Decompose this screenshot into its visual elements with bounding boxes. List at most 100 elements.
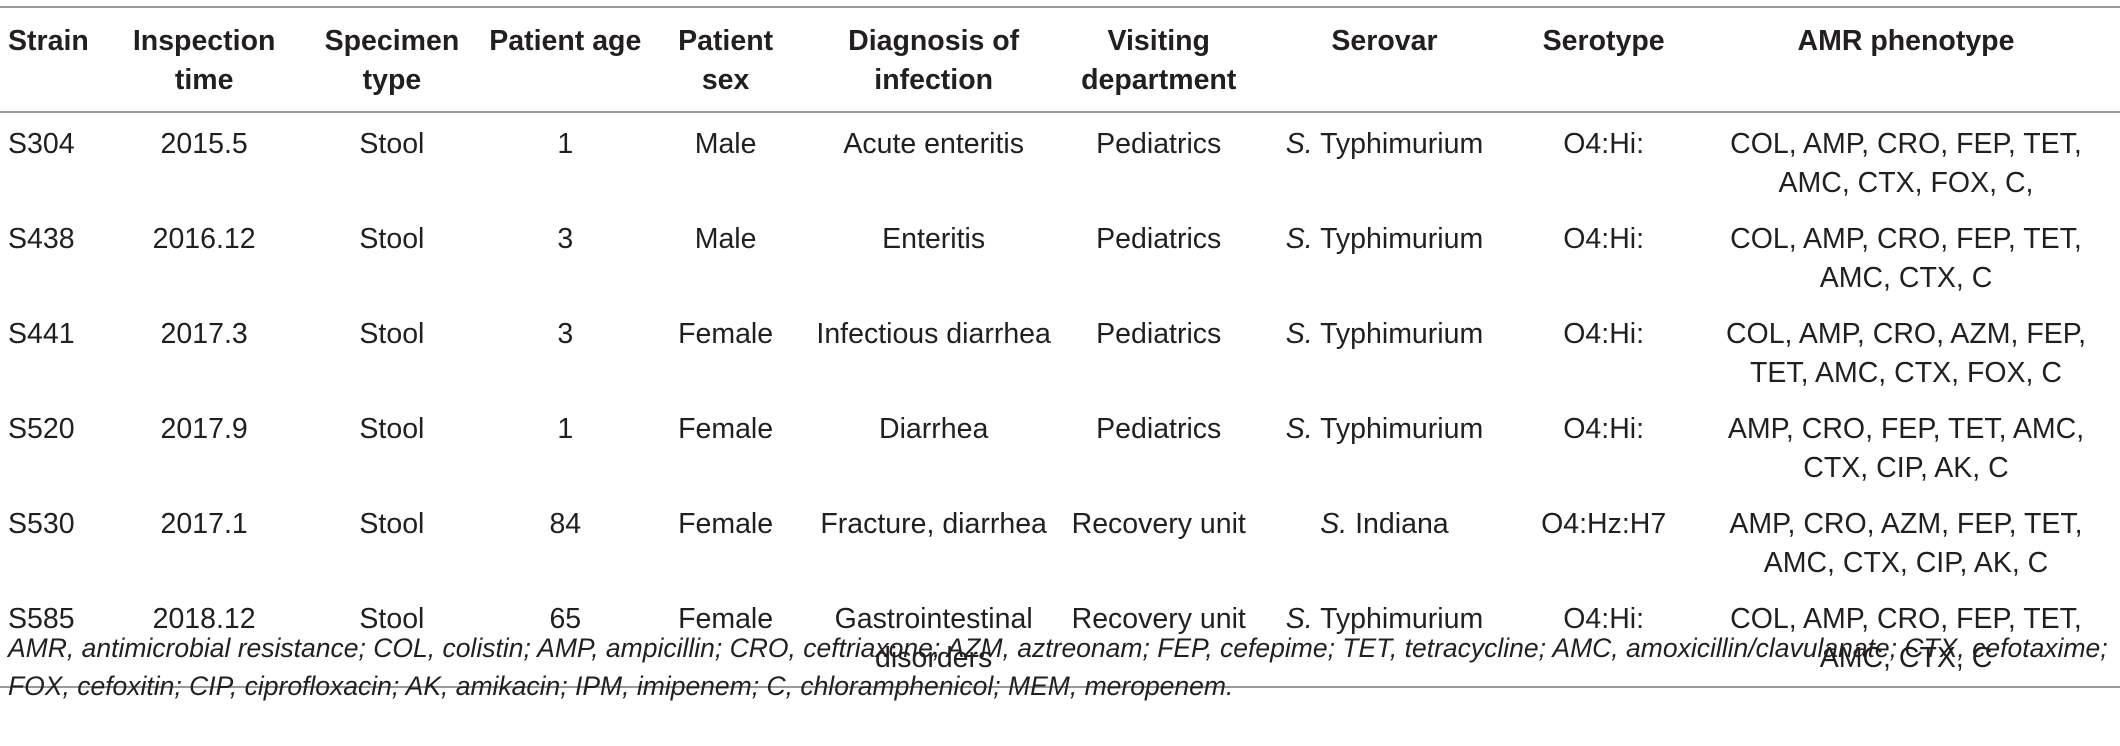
amr-line-2: AMC, CTX, C bbox=[1819, 261, 1993, 294]
cell-diagnosis: Fracture, diarrhea bbox=[820, 508, 1047, 540]
amr-line-1: COL, AMP, CRO, FEP, TET, bbox=[1730, 603, 2082, 635]
col-header-serotype: Serotype bbox=[1542, 25, 1665, 57]
col-header-patient-age: Patient age bbox=[489, 25, 642, 57]
amr-line-2: AMC, CTX, FOX, C, bbox=[1778, 166, 2034, 199]
cell-specimen-type: Stool bbox=[359, 318, 425, 350]
cell-inspection-time: 2018.12 bbox=[152, 603, 256, 635]
cell-amr-phenotype: COL, AMP, CRO, FEP, TET, AMC, CTX, C bbox=[1692, 591, 2120, 687]
cell-inspection-time: 2017.9 bbox=[160, 413, 248, 445]
amr-line-2: CTX, CIP, AK, C bbox=[1803, 451, 2009, 484]
cell-patient-age: 65 bbox=[549, 603, 582, 635]
cell-department: Pediatrics bbox=[1096, 128, 1222, 160]
strain-table: Strain Inspection time Specimen type Pat… bbox=[0, 6, 2120, 688]
cell-diagnosis: Diarrhea bbox=[879, 413, 989, 445]
serovar-name: Typhimurium bbox=[1312, 413, 1484, 445]
cell-patient-sex: Female bbox=[678, 413, 774, 445]
serovar-name: Typhimurium bbox=[1312, 603, 1484, 635]
cell-specimen-type: Stool bbox=[359, 603, 425, 635]
cell-patient-age: 1 bbox=[557, 128, 574, 160]
cell-amr-phenotype: COL, AMP, CRO, FEP, TET, AMC, CTX, FOX, C… bbox=[1692, 112, 2120, 211]
col-header-specimen-type: Specimen type bbox=[324, 25, 460, 96]
serovar-genus: S. bbox=[1285, 128, 1313, 160]
col-header-amr-phenotype: AMR phenotype bbox=[1797, 25, 2015, 57]
cell-strain: S441 bbox=[8, 318, 75, 350]
cell-patient-sex: Female bbox=[678, 508, 774, 540]
cell-patient-age: 1 bbox=[557, 413, 574, 445]
serovar-genus: S. bbox=[1285, 413, 1313, 445]
serovar-genus: S. bbox=[1285, 603, 1313, 635]
cell-serotype: O4:Hz:H7 bbox=[1541, 508, 1667, 540]
serovar-genus: S. bbox=[1285, 318, 1313, 350]
serovar-name: Indiana bbox=[1347, 508, 1449, 540]
amr-line-2: AMC, CTX, C bbox=[1819, 641, 1993, 674]
cell-serotype: O4:Hi: bbox=[1563, 223, 1645, 255]
table-row: S438 2016.12 Stool 3 Male Enteritis Pedi… bbox=[0, 211, 2120, 306]
cell-department: Recovery unit bbox=[1071, 508, 1246, 540]
cell-department: Pediatrics bbox=[1096, 223, 1222, 255]
serovar-name: Typhimurium bbox=[1312, 223, 1484, 255]
cell-serovar: S. Typhimurium bbox=[1254, 306, 1516, 401]
cell-patient-age: 84 bbox=[549, 508, 582, 540]
cell-serotype: O4:Hi: bbox=[1563, 413, 1645, 445]
cell-strain: S530 bbox=[8, 508, 75, 540]
cell-amr-phenotype: AMP, CRO, FEP, TET, AMC,CTX, CIP, AK, C bbox=[1692, 401, 2120, 496]
col-header-patient-sex: Patient sex bbox=[678, 25, 774, 96]
cell-serovar: S. Typhimurium bbox=[1254, 591, 1516, 687]
cell-serotype: O4:Hi: bbox=[1563, 603, 1645, 635]
cell-amr-phenotype: COL, AMP, CRO, FEP, TET, AMC, CTX, C bbox=[1692, 211, 2120, 306]
cell-serotype: O4:Hi: bbox=[1563, 318, 1645, 350]
cell-department: Pediatrics bbox=[1096, 318, 1222, 350]
col-header-diagnosis: Diagnosis of infection bbox=[848, 25, 1020, 96]
amr-line-1: AMP, CRO, AZM, FEP, TET, bbox=[1729, 508, 2083, 540]
serovar-genus: S. bbox=[1285, 223, 1313, 255]
cell-diagnosis: Infectious diarrhea bbox=[816, 318, 1051, 350]
cell-patient-age: 3 bbox=[557, 223, 574, 255]
table-row: S585 2018.12 Stool 65 Female Gastrointes… bbox=[0, 591, 2120, 687]
cell-diagnosis: Acute enteritis bbox=[843, 128, 1024, 160]
cell-patient-sex: Female bbox=[678, 603, 774, 635]
amr-line-2: AMC, CTX, CIP, AK, C bbox=[1763, 546, 2049, 579]
col-header-inspection-time: Inspection time bbox=[132, 25, 276, 96]
cell-specimen-type: Stool bbox=[359, 413, 425, 445]
table-row: S441 2017.3 Stool 3 Female Infectious di… bbox=[0, 306, 2120, 401]
cell-serovar: S. Typhimurium bbox=[1254, 401, 1516, 496]
serovar-genus: S. bbox=[1320, 508, 1348, 540]
cell-specimen-type: Stool bbox=[359, 128, 425, 160]
cell-inspection-time: 2017.1 bbox=[160, 508, 248, 540]
cell-diagnosis: Gastrointestinal disorders bbox=[834, 603, 1033, 674]
header-row: Strain Inspection time Specimen type Pat… bbox=[0, 7, 2120, 112]
cell-serovar: S. Typhimurium bbox=[1254, 211, 1516, 306]
table-footnote: AMR, antimicrobial resistance; COL, coli… bbox=[8, 633, 2115, 701]
cell-diagnosis: Enteritis bbox=[882, 223, 986, 255]
cell-serovar: S. Typhimurium bbox=[1254, 112, 1516, 211]
cell-patient-age: 3 bbox=[557, 318, 574, 350]
amr-line-1: COL, AMP, CRO, FEP, TET, bbox=[1730, 223, 2082, 255]
table-row: S304 2015.5 Stool 1 Male Acute enteritis… bbox=[0, 112, 2120, 211]
cell-amr-phenotype: AMP, CRO, AZM, FEP, TET, AMC, CTX, CIP, A… bbox=[1692, 496, 2120, 591]
cell-serovar: S. Indiana bbox=[1254, 496, 1516, 591]
cell-amr-phenotype: COL, AMP, CRO, AZM, FEP, TET, AMC, CTX, F… bbox=[1692, 306, 2120, 401]
serovar-name: Typhimurium bbox=[1312, 128, 1484, 160]
cell-serotype: O4:Hi: bbox=[1563, 128, 1645, 160]
cell-patient-sex: Female bbox=[678, 318, 774, 350]
amr-line-1: COL, AMP, CRO, AZM, FEP, bbox=[1725, 318, 2087, 350]
amr-line-1: COL, AMP, CRO, FEP, TET, bbox=[1730, 128, 2082, 160]
col-header-serovar: Serovar bbox=[1331, 25, 1438, 57]
amr-line-2: TET, AMC, CTX, FOX, C bbox=[1750, 356, 2062, 389]
cell-department: Pediatrics bbox=[1096, 413, 1222, 445]
cell-specimen-type: Stool bbox=[359, 508, 425, 540]
cell-department: Recovery unit bbox=[1071, 603, 1246, 635]
table-row: S520 2017.9 Stool 1 Female Diarrhea Pedi… bbox=[0, 401, 2120, 496]
serovar-name: Typhimurium bbox=[1312, 318, 1484, 350]
cell-inspection-time: 2015.5 bbox=[160, 128, 248, 160]
cell-specimen-type: Stool bbox=[359, 223, 425, 255]
cell-patient-sex: Male bbox=[694, 223, 757, 255]
cell-strain: S304 bbox=[8, 128, 75, 160]
cell-inspection-time: 2017.3 bbox=[160, 318, 248, 350]
cell-inspection-time: 2016.12 bbox=[152, 223, 256, 255]
cell-strain: S585 bbox=[8, 603, 75, 635]
cell-strain: S520 bbox=[8, 413, 75, 445]
col-header-strain: Strain bbox=[8, 25, 89, 57]
table-row: S530 2017.1 Stool 84 Female Fracture, di… bbox=[0, 496, 2120, 591]
